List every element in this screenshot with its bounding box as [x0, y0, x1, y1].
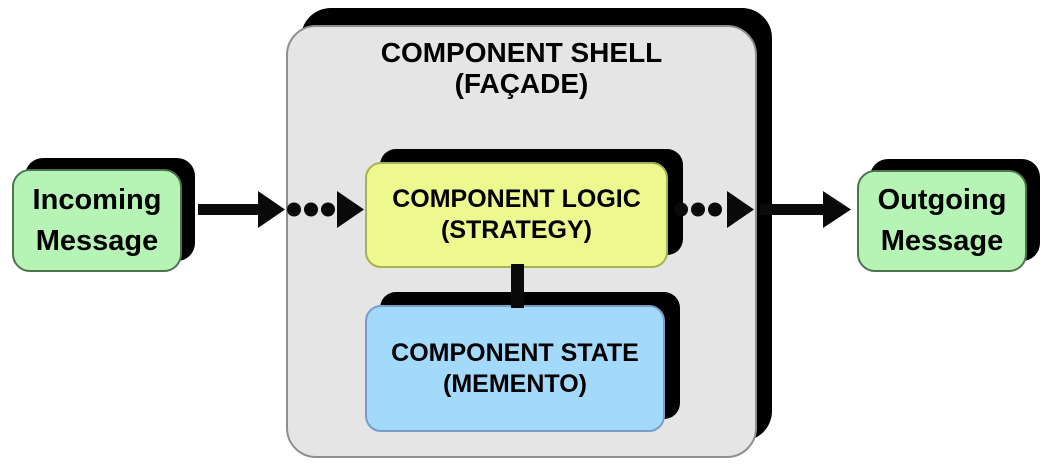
component-shell-label: COMPONENT SHELL (FAÇADE): [288, 37, 755, 99]
component-state-label: COMPONENT STATE (MEMENTO): [367, 338, 663, 400]
outgoing-message-box: Outgoing Message: [857, 170, 1027, 272]
outgoing-arrowhead-icon: [823, 191, 851, 228]
outgoing-label-line2: Message: [880, 225, 1004, 257]
state-label-line2: (MEMENTO): [443, 369, 587, 398]
component-logic-box: COMPONENT LOGIC (STRATEGY): [365, 162, 668, 268]
incoming-label-line2: Message: [35, 224, 159, 257]
shell-label-line2: (FAÇADE): [454, 68, 589, 99]
component-state-box: COMPONENT STATE (MEMENTO): [365, 305, 665, 432]
incoming-label-line1: Incoming: [32, 183, 162, 216]
state-label-line1: COMPONENT STATE: [391, 338, 639, 367]
outgoing-label-line1: Outgoing: [877, 184, 1007, 216]
incoming-arrow-shaft: [198, 204, 258, 215]
shell-label-line1: COMPONENT SHELL: [380, 37, 663, 68]
component-logic-label: COMPONENT LOGIC (STRATEGY): [367, 184, 666, 246]
incoming-arrowhead-icon: [258, 191, 285, 228]
logic-label-line2: (STRATEGY): [441, 216, 592, 244]
incoming-message-label: Incoming Message: [14, 180, 180, 262]
logic-label-line1: COMPONENT LOGIC: [392, 185, 641, 213]
outgoing-arrow-shaft: [760, 204, 824, 215]
component-shell-box: COMPONENT SHELL (FAÇADE) COMPONENT LOGIC…: [286, 25, 757, 458]
incoming-message-box: Incoming Message: [12, 169, 182, 272]
outgoing-message-label: Outgoing Message: [859, 180, 1025, 262]
